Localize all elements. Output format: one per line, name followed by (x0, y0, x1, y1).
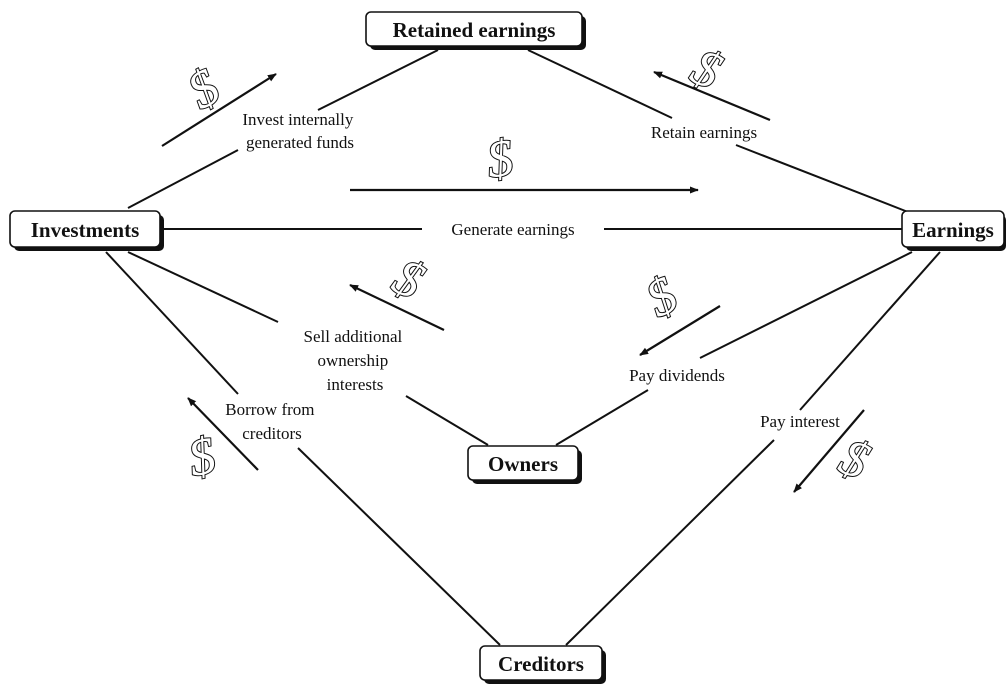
node-label-creditors: Creditors (498, 652, 584, 676)
node-creditors: Creditors (479, 645, 606, 684)
edge-investments-owners-lower (405, 395, 489, 446)
edges (105, 49, 941, 646)
label-sell-ownership: Sell additional ownership interests (304, 327, 407, 394)
dollar-sign-generate: $ (483, 129, 517, 189)
edge-owners-earnings-lower (555, 389, 649, 446)
dollar-sign-borrow: $ (183, 427, 220, 488)
label-generate-earnings: Generate earnings (451, 220, 574, 239)
dollar-sign-dividends: $ (637, 266, 687, 329)
dollar-sign-invest: $ (178, 58, 229, 120)
label-pay-interest: Pay interest (760, 412, 840, 431)
label-pay-dividends: Pay dividends (629, 366, 725, 385)
arrow-retain-earnings (653, 70, 771, 122)
flow-labels: Invest internally generated funds Retain… (225, 110, 840, 443)
label-retain-earnings: Retain earnings (651, 123, 757, 142)
edge-owners-earnings-upper (699, 251, 913, 359)
box-face (479, 645, 603, 681)
arrow-invest-internally (161, 73, 277, 147)
edge-earnings-creditors-upper (799, 251, 941, 411)
box-face (901, 210, 1005, 248)
box-face (9, 210, 161, 248)
edge-retained-earnings-lower (735, 144, 909, 213)
arrow-sell-ownership (349, 284, 445, 331)
node-label-owners: Owners (488, 452, 558, 476)
label-invest-internally: Invest internally generated funds (242, 110, 357, 152)
arrow-borrow (187, 397, 259, 471)
edge-investments-creditors-upper (105, 251, 239, 395)
node-retained-earnings: Retained earnings (365, 11, 586, 50)
label-borrow: Borrow from creditors (225, 400, 318, 443)
node-earnings: Earnings (901, 210, 1006, 251)
edge-investments-creditors-lower (297, 447, 501, 646)
arrow-pay-interest (793, 409, 865, 493)
edge-investments-retained-lower (317, 49, 439, 111)
node-investments: Investments (9, 210, 164, 251)
flow-arrows (161, 70, 865, 493)
dollar-sign-interest: $ (831, 428, 876, 491)
node-owners: Owners (467, 445, 582, 484)
edge-retained-earnings-upper (527, 49, 673, 119)
dollar-sign-sell: $ (384, 248, 432, 311)
node-label-retained-earnings: Retained earnings (393, 18, 556, 42)
box-face (365, 11, 583, 47)
node-label-earnings: Earnings (912, 218, 994, 242)
edge-investments-retained-upper (127, 149, 239, 209)
dollar-sign-retain: $ (683, 38, 730, 101)
arrow-pay-dividends (639, 305, 721, 356)
node-label-investments: Investments (31, 218, 140, 242)
edge-investments-owners-upper (127, 251, 279, 323)
edge-earnings-creditors-lower (565, 439, 775, 646)
box-face (467, 445, 579, 481)
